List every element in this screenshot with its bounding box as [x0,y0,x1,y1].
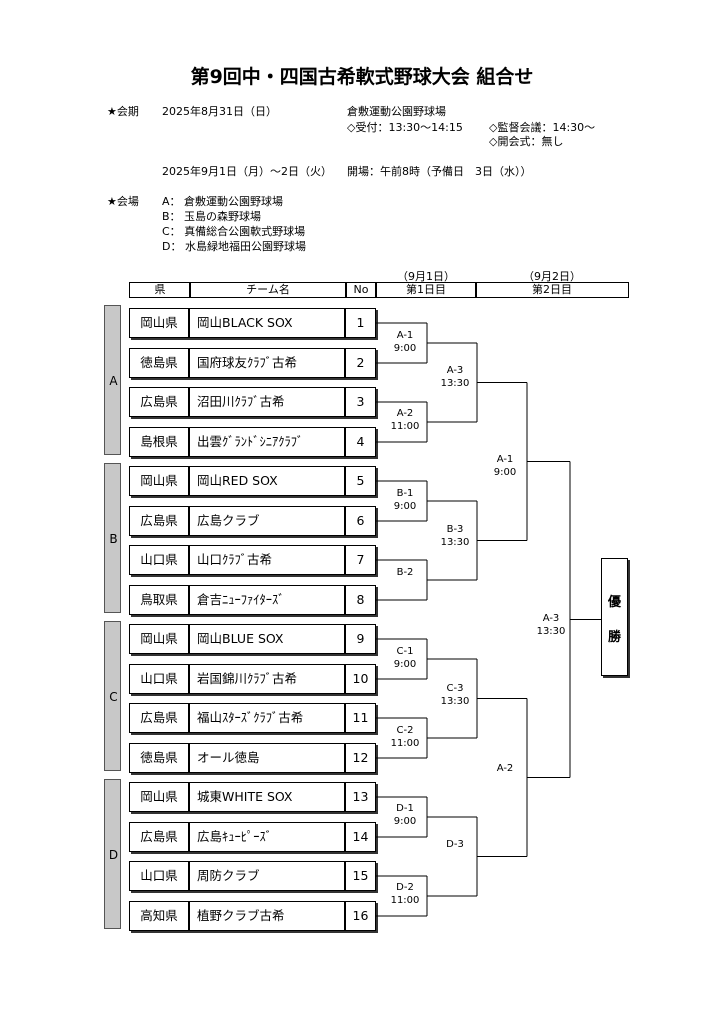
page-title: 第9回中・四国古希軟式野球大会 組合せ [190,66,534,88]
team-name: 福山ｽﾀｰｽﾞｸﾗﾌﾞ古希 [189,703,345,733]
meeting-venue: 倉敷運動公園野球場 [347,105,446,118]
champion-box: 優 勝 [601,558,628,676]
team-pref: 広島県 [129,703,189,733]
header-day2: 第2日目 [475,282,629,298]
team-name: 城東WHITE SOX [189,782,345,812]
team-pref: 広島県 [129,387,189,417]
team-no: 8 [345,585,376,615]
team-name: 岡山RED SOX [189,466,345,496]
team-pref: 高知県 [129,901,189,931]
game-b2: B-2 [396,567,414,578]
header-pref: 県 [129,282,191,298]
team-no: 11 [345,703,376,733]
block-c: C [104,621,121,771]
team-pref: 徳島県 [129,743,189,773]
team-pref: 岡山県 [129,624,189,654]
team-no: 13 [345,782,376,812]
venue-d: D： 水島緑地福田公園野球場 [162,240,306,253]
team-name: 倉吉ﾆｭｰﾌｧｲﾀｰｽﾞ [189,585,345,615]
team-pref: 徳島県 [129,348,189,378]
team-no: 16 [345,901,376,931]
team-pref: 岡山県 [129,782,189,812]
team-pref: 鳥取県 [129,585,189,615]
team-pref: 山口県 [129,861,189,891]
manager-meeting-time: ◇監督会議：14:30～ [489,121,596,134]
opening-time: 開場：午前8時（予備日 3日（水）） [347,165,532,178]
team-no: 1 [345,308,376,338]
team-pref: 島根県 [129,427,189,457]
team-no: 7 [345,545,376,575]
team-name: 岩国錦川ｸﾗﾌﾞ古希 [189,664,345,694]
venue-a: A： 倉敷運動公園野球場 [162,195,284,208]
team-pref: 広島県 [129,822,189,852]
team-no: 10 [345,664,376,694]
team-no: 4 [345,427,376,457]
header-day1: 第1日目 [375,282,477,298]
reception-time: ◇受付：13:30～14:15 [347,121,463,134]
team-pref: 岡山県 [129,308,189,338]
team-name: 国府球友ｸﾗﾌﾞ古希 [189,348,345,378]
match-dates: 2025年9月1日（月）～2日（火） [162,165,332,178]
header-no: No [345,282,377,298]
team-no: 9 [345,624,376,654]
venue-b: B： 玉島の森野球場 [162,210,262,223]
day1-date: （9月1日） [397,270,455,283]
block-a: A [104,305,121,455]
team-name: 岡山BLACK SOX [189,308,345,338]
team-name: 出雲ｸﾞﾗﾝﾄﾞｼﾆｱｸﾗﾌﾞ [189,427,345,457]
team-name: 植野クラブ古希 [189,901,345,931]
block-d: D [104,779,121,929]
team-name: オール徳島 [189,743,345,773]
block-b: B [104,463,121,613]
game-semi-2: A-2 [496,763,514,774]
team-pref: 岡山県 [129,466,189,496]
team-name: 広島ｷｭｰﾋﾟｰｽﾞ [189,822,345,852]
team-name: 山口ｸﾗﾌﾞ古希 [189,545,345,575]
team-no: 6 [345,506,376,536]
team-name: 広島クラブ [189,506,345,536]
team-no: 2 [345,348,376,378]
team-pref: 山口県 [129,664,189,694]
team-no: 3 [345,387,376,417]
team-pref: 広島県 [129,506,189,536]
game-d3: D-3 [446,839,464,850]
team-pref: 山口県 [129,545,189,575]
header-team: チーム名 [189,282,347,298]
team-no: 14 [345,822,376,852]
day2-date: （9月2日） [523,270,581,283]
venue-c: C： 真備総合公園軟式野球場 [162,225,306,238]
period-label: ★会期 [107,105,139,118]
team-name: 沼田川ｸﾗﾌﾞ古希 [189,387,345,417]
period-date: 2025年8月31日（日） [162,105,277,118]
team-name: 岡山BLUE SOX [189,624,345,654]
team-name: 周防クラブ [189,861,345,891]
team-no: 12 [345,743,376,773]
team-no: 15 [345,861,376,891]
opening-ceremony: ◇開会式：無し [489,135,564,148]
venue-label: ★会場 [107,195,139,208]
team-no: 5 [345,466,376,496]
